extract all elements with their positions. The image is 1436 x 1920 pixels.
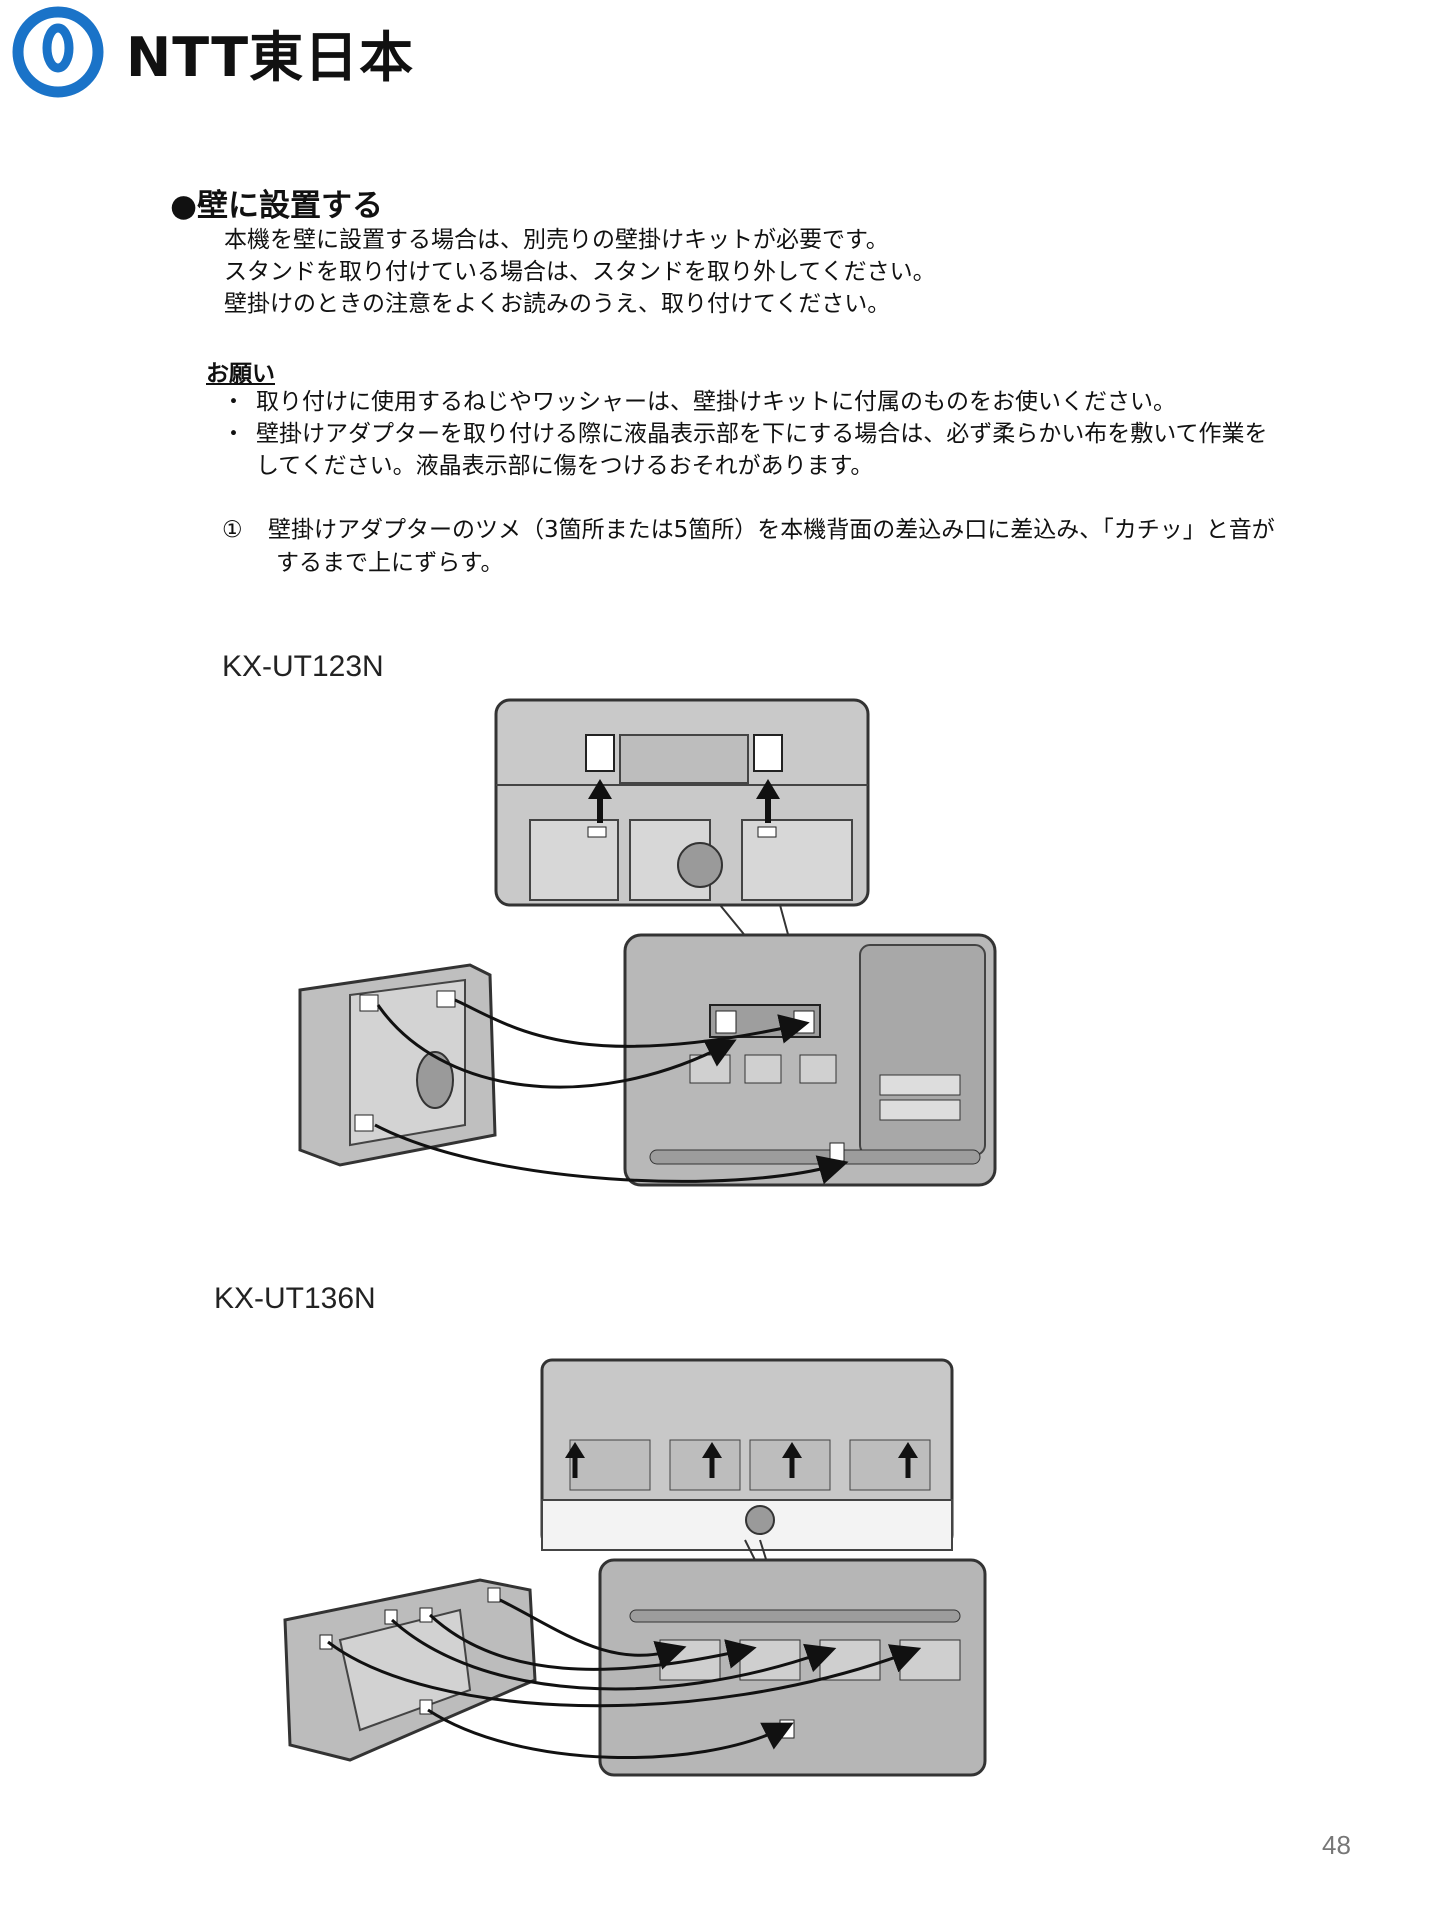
figure-kx-ut123n: [298, 698, 997, 1187]
zoom-inset: [540, 1358, 954, 1551]
intro-line: 壁掛けのときの注意をよくお読みのうえ、取り付けてください。: [224, 291, 891, 317]
caution-list: ・ 取り付けに使用するねじやワッシャーは、壁掛けキットに付属のものをお使いくださ…: [222, 386, 1268, 482]
bullet: ・: [222, 389, 245, 415]
step-text-continued: するまで上にずらす。: [276, 550, 504, 576]
phone-back: [598, 1558, 987, 1777]
bullet: ・: [222, 421, 245, 447]
caution-text: 取り付けに使用するねじやワッシャーは、壁掛けキットに付属のものをお使いください。: [256, 389, 1176, 415]
step-text: 壁掛けアダプターのツメ（3箇所または5箇所）を本機背面の差込み口に差込み、「カチ…: [268, 517, 1275, 543]
caution-item: ・ 取り付けに使用するねじやワッシャーは、壁掛けキットに付属のものをお使いくださ…: [222, 386, 1268, 418]
caution-title: お願い: [206, 361, 275, 387]
page-number: 48: [1322, 1830, 1351, 1860]
model-label-ut136n: KX-UT136N: [214, 1282, 376, 1315]
ntt-logo-icon: [12, 6, 104, 98]
zoom-inset: [494, 698, 870, 907]
section-title: ●壁に設置する: [170, 188, 384, 224]
intro-line: 本機を壁に設置する場合は、別売りの壁掛けキットが必要です。: [224, 227, 889, 253]
step-1: ① 壁掛けアダプターのツメ（3箇所または5箇所）を本機背面の差込み口に差込み、「…: [222, 514, 1275, 580]
model-label-ut123n: KX-UT123N: [222, 650, 384, 683]
ntt-logo: NTT東日本: [12, 6, 414, 98]
wall-adapter: [298, 963, 497, 1167]
step-number: ①: [222, 517, 243, 543]
intro-paragraph: 本機を壁に設置する場合は、別売りの壁掛けキットが必要です。 スタンドを取り付けて…: [224, 224, 936, 320]
caution-text-continued: してください。液晶表示部に傷をつけるおそれがあります。: [256, 453, 874, 479]
intro-line: スタンドを取り付けている場合は、スタンドを取り外してください。: [224, 259, 936, 285]
phone-back: [623, 933, 997, 1187]
figure-kx-ut136n: [283, 1358, 987, 1777]
wall-adapter: [283, 1578, 537, 1762]
caution-text: 壁掛けアダプターを取り付ける際に液晶表示部を下にする場合は、必ず柔らかい布を敷い…: [256, 421, 1268, 447]
caution-item: ・ 壁掛けアダプターを取り付ける際に液晶表示部を下にする場合は、必ず柔らかい布を…: [222, 418, 1268, 450]
logo-text: NTT東日本: [126, 25, 415, 89]
